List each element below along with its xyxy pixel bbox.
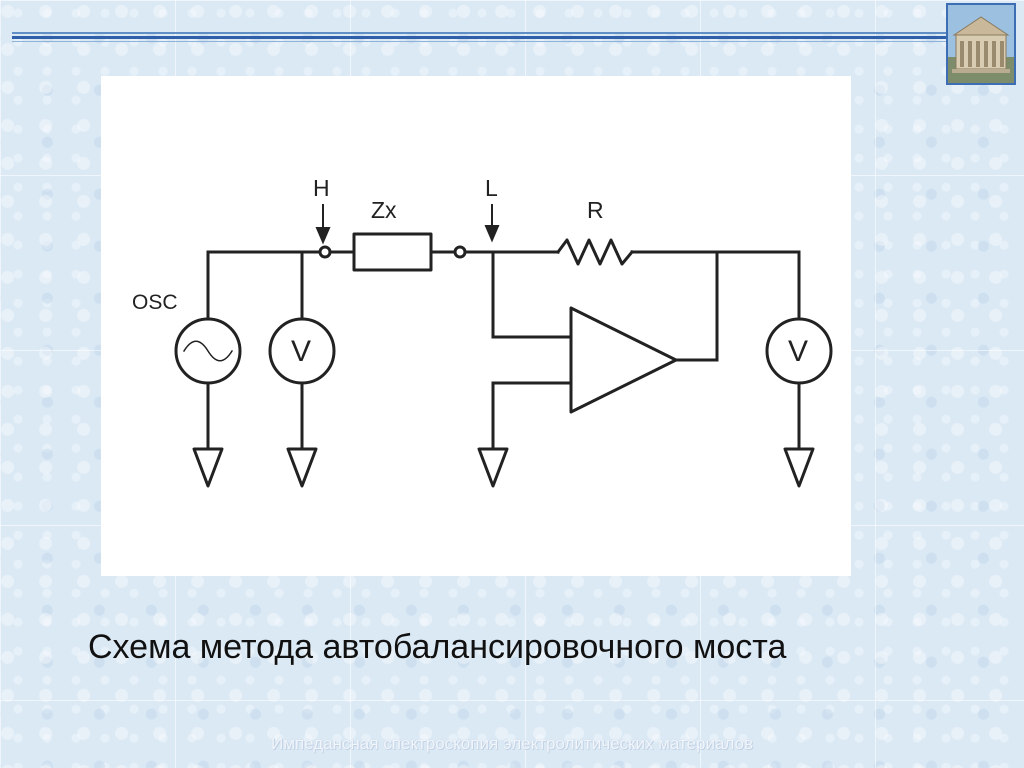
label-voltmeter-right: V <box>788 335 808 368</box>
ground-icon <box>286 447 318 488</box>
ground-icon <box>783 447 815 488</box>
label-h: H <box>313 175 330 201</box>
label-zx: Zx <box>371 197 397 223</box>
ac-source-icon <box>174 317 242 385</box>
label-r: R <box>587 197 604 223</box>
ground-icon <box>477 447 509 488</box>
arrow-h-head <box>315 227 331 245</box>
label-voltmeter-left: V <box>291 335 311 368</box>
terminal-h <box>318 245 332 259</box>
university-building-icon <box>946 3 1016 85</box>
sine-wave-icon <box>182 340 234 362</box>
slide-footer: Импедансная спектроскопия электролитичес… <box>270 734 754 753</box>
terminal-zx-right <box>453 245 467 259</box>
voltmeter-left <box>268 317 336 385</box>
voltmeter-right <box>765 317 833 385</box>
ground-icon <box>192 447 224 488</box>
header-rule <box>12 32 946 42</box>
label-osc: OSC <box>132 291 178 314</box>
feedback-resistor <box>555 238 635 266</box>
arrow-l-head <box>484 225 500 243</box>
op-amp <box>569 306 678 414</box>
zx-impedance <box>352 232 433 272</box>
label-l: L <box>485 175 498 201</box>
slide-caption: Схема метода автобалансировочного моста <box>88 628 787 666</box>
circuit-diagram: H L Zx R OSC V V <box>101 76 851 576</box>
